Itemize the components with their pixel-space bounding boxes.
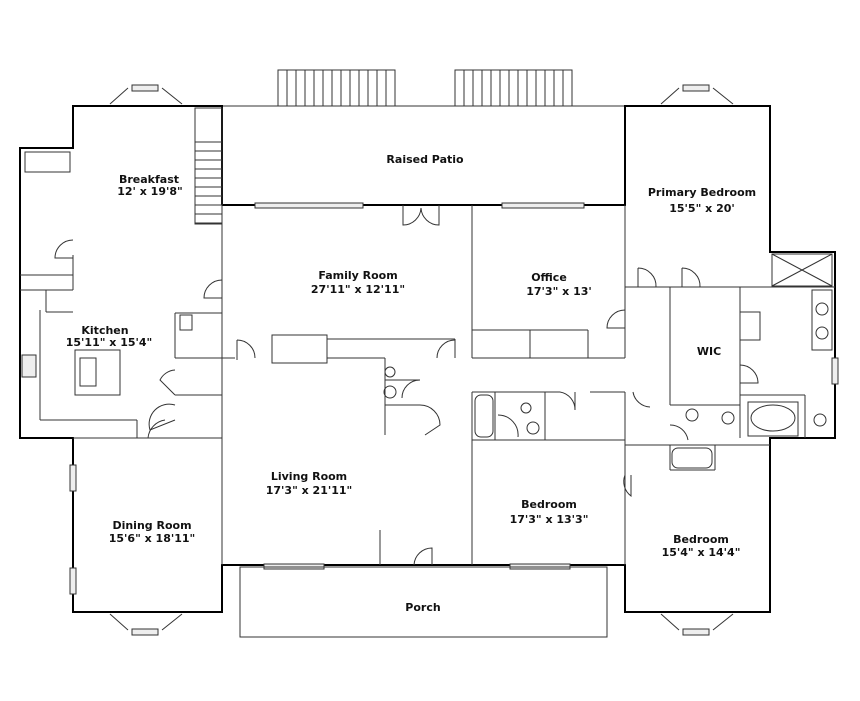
room-labels: Raised Patio Breakfast 12' x 19'8" Prima… <box>66 153 756 614</box>
room-name-dining-room: Dining Room <box>112 519 191 532</box>
window <box>831 357 839 385</box>
window <box>254 202 364 209</box>
room-name-bedroom-2: Bedroom <box>521 498 577 511</box>
bay-window-dining <box>109 613 183 636</box>
room-size-bedroom-2: 17'3" x 13'3" <box>510 513 589 526</box>
room-name-primary-bedroom: Primary Bedroom <box>648 186 756 199</box>
stairs <box>194 107 223 225</box>
room-name-kitchen: Kitchen <box>81 324 128 337</box>
porch-outline <box>239 566 608 638</box>
window <box>69 464 77 492</box>
room-name-family-room: Family Room <box>318 269 397 282</box>
room-size-primary-bedroom: 15'5" x 20' <box>669 202 735 215</box>
window <box>69 567 77 595</box>
interior-walls <box>20 151 835 565</box>
room-name-wic: WIC <box>697 345 721 358</box>
room-name-office: Office <box>531 271 567 284</box>
bay-window-bedroom <box>660 613 734 636</box>
room-size-family-room: 27'11" x 12'11" <box>311 283 405 296</box>
room-size-breakfast: 12' x 19'8" <box>117 185 183 198</box>
kitchen-sink <box>21 354 37 378</box>
patio-railing-right <box>454 69 573 106</box>
fixtures <box>79 253 833 435</box>
room-size-living-room: 17'3" x 21'11" <box>266 484 353 497</box>
room-size-kitchen: 15'11" x 15'4" <box>66 336 153 349</box>
bay-window-breakfast <box>109 84 183 105</box>
room-size-bedroom-3: 15'4" x 14'4" <box>662 546 741 559</box>
room-name-living-room: Living Room <box>271 470 347 483</box>
bay-window-primary <box>660 84 734 105</box>
room-size-dining-room: 15'6" x 18'11" <box>109 532 196 545</box>
patio-railing-left <box>277 69 396 106</box>
doors <box>54 205 759 566</box>
room-name-raised-patio: Raised Patio <box>386 153 464 166</box>
room-name-bedroom-3: Bedroom <box>673 533 729 546</box>
room-size-office: 17'3" x 13' <box>526 285 592 298</box>
room-name-breakfast: Breakfast <box>119 173 179 186</box>
window <box>501 202 585 209</box>
room-name-porch: Porch <box>405 601 440 614</box>
